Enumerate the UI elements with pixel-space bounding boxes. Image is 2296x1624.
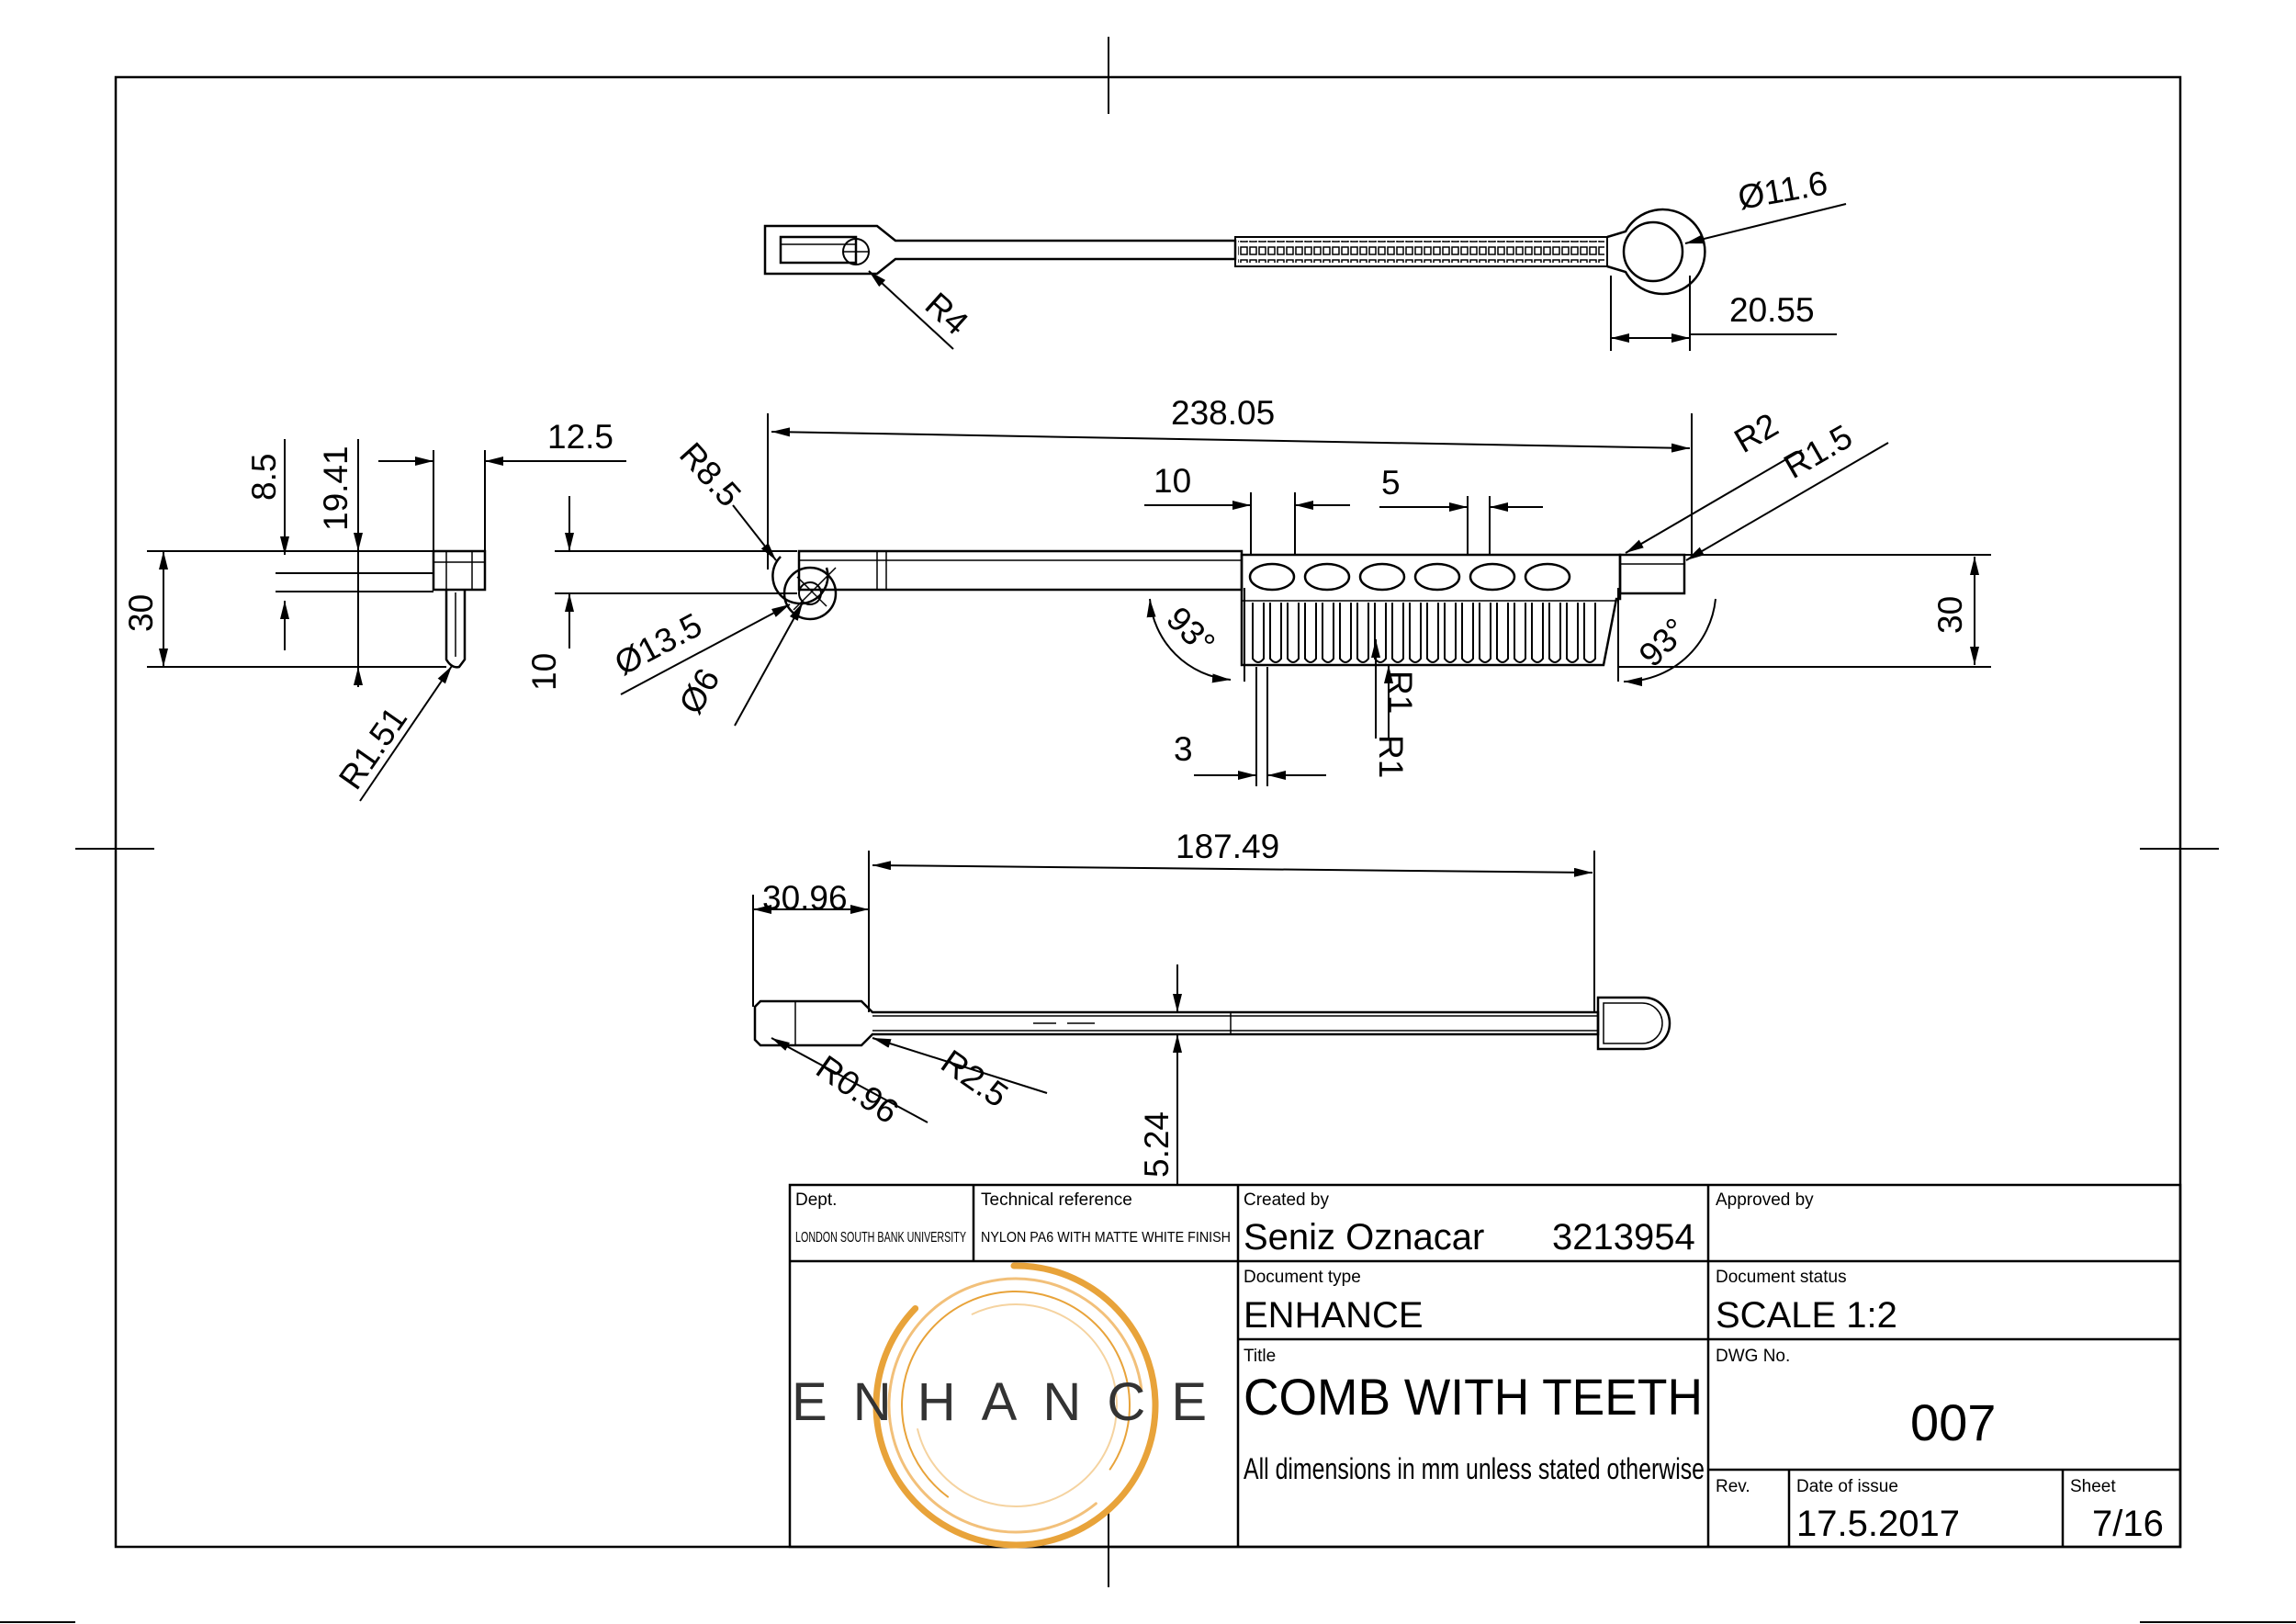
tech-ref-label: Technical reference [981,1190,1132,1210]
drawing-note: All dimensions in mm unless stated other… [1244,1452,1705,1485]
created-by-label: Created by [1244,1190,1329,1210]
logo-rings [872,1262,1159,1549]
front-view: 238.05 10 5 R8.5 R2 R1.5 Ø13.5 Ø6 10 93°… [525,394,1991,786]
dept-label: Dept. [795,1190,837,1210]
date-label: Date of issue [1796,1477,1898,1496]
dim-side-19-41: 19.41 [317,445,355,531]
comb-tooth [1304,603,1317,663]
side-view-outline [432,549,487,669]
comb-tooth [1566,603,1579,663]
dim-radius-r2: R2 [1728,406,1784,460]
comb-tooth [1252,603,1265,663]
top-view: Ø11.6 R4 20.55 [763,164,1847,351]
drawing-title: COMB WITH TEETH [1244,1368,1703,1426]
dim-side-8-5: 8.5 [245,454,283,501]
bottom-view-dimensions [752,851,1595,1185]
comb-tooth [1322,603,1334,663]
dim-front-30-right: 30 [1931,596,1969,634]
side-view-dimensions [147,439,626,802]
comb-tooth [1461,603,1474,663]
comb-tooth [1444,603,1457,663]
comb-tooth [1287,603,1300,663]
dim-tooth-width-3: 3 [1174,730,1193,768]
dim-diameter-ring: Ø11.6 [1735,164,1830,216]
sheet-label: Sheet [2070,1477,2116,1496]
front-view-dimensions [555,413,1991,786]
bottom-view: 187.49 30.96 R0.96 R2.5 5.24 [752,828,1671,1185]
dim-ring-length: 20.55 [1729,291,1815,329]
dim-hole-pitch-5: 5 [1381,464,1401,502]
dim-front-10: 10 [525,653,563,691]
doc-status-label: Document status [1716,1268,1847,1287]
dim-bottom-r0-96: R0.96 [809,1048,905,1131]
sheet-value: 7/16 [2092,1504,2164,1544]
dim-angle-left: 93° [1159,600,1222,663]
tech-ref-value: NYLON PA6 WITH MATTE WHITE FINISH [981,1230,1231,1246]
sheet-frame [0,37,2296,1623]
logo-text: ENHANCE [792,1372,1207,1432]
dim-side-30: 30 [122,594,160,632]
created-by-name: Seniz Oznacar [1244,1217,1484,1257]
dim-tooth-radius-1: R1 [1381,671,1419,714]
dim-radius-r1-5: R1.5 [1778,417,1859,486]
comb-tooth [1426,603,1439,663]
top-view-outline [763,208,1706,296]
comb-tooth [1339,603,1352,663]
dim-bottom-187-49: 187.49 [1176,828,1279,865]
title-block-grid [788,1183,2182,1549]
bottom-view-outline [753,996,1671,1051]
top-view-dimensions [868,203,1847,351]
doc-type-value: ENHANCE [1244,1295,1424,1336]
dim-radius-head: R4 [918,285,976,342]
comb-tooth [1391,603,1404,663]
doc-status-value: SCALE 1:2 [1716,1295,1897,1336]
comb-tooth [1548,603,1561,663]
created-by-id: 3213954 [1552,1217,1695,1257]
title-block: Dept. LONDON SOUTH BANK UNIVERSITY Techn… [788,1183,2182,1549]
dim-bottom-5-24: 5.24 [1138,1111,1176,1178]
enhance-logo: ENHANCE [792,1262,1207,1549]
dim-side-12-5: 12.5 [547,418,613,456]
comb-tooth [1356,603,1369,663]
comb-tooth [1409,603,1422,663]
comb-teeth [1252,603,1596,663]
side-view: 8.5 19.41 12.5 30 R1.51 [122,418,626,802]
dim-radius-r8-5: R8.5 [672,435,748,514]
dim-bottom-30-96: 30.96 [762,879,848,917]
dept-value: LONDON SOUTH BANK UNIVERSITY [795,1230,966,1246]
dwg-no-label: DWG No. [1716,1347,1790,1366]
dim-diameter-6: Ø6 [671,662,726,720]
comb-tooth [1531,603,1544,663]
title-label: Title [1244,1347,1276,1366]
comb-tooth [1479,603,1491,663]
dim-bottom-r2-5: R2.5 [934,1043,1015,1114]
dim-total-length: 238.05 [1171,394,1275,432]
approved-by-label: Approved by [1716,1190,1814,1210]
dwg-no-value: 007 [1910,1393,1996,1451]
comb-tooth [1269,603,1282,663]
rev-label: Rev. [1716,1477,1750,1496]
dim-angle-right: 93° [1632,611,1695,674]
comb-tooth [1514,603,1526,663]
dim-hole-pitch-10: 10 [1154,462,1191,500]
doc-type-label: Document type [1244,1268,1361,1287]
front-view-outline [771,549,1686,667]
date-value: 17.5.2017 [1796,1504,1960,1544]
comb-tooth [1583,603,1596,663]
comb-tooth [1496,603,1509,663]
dim-tooth-radius-2: R1 [1372,735,1410,778]
